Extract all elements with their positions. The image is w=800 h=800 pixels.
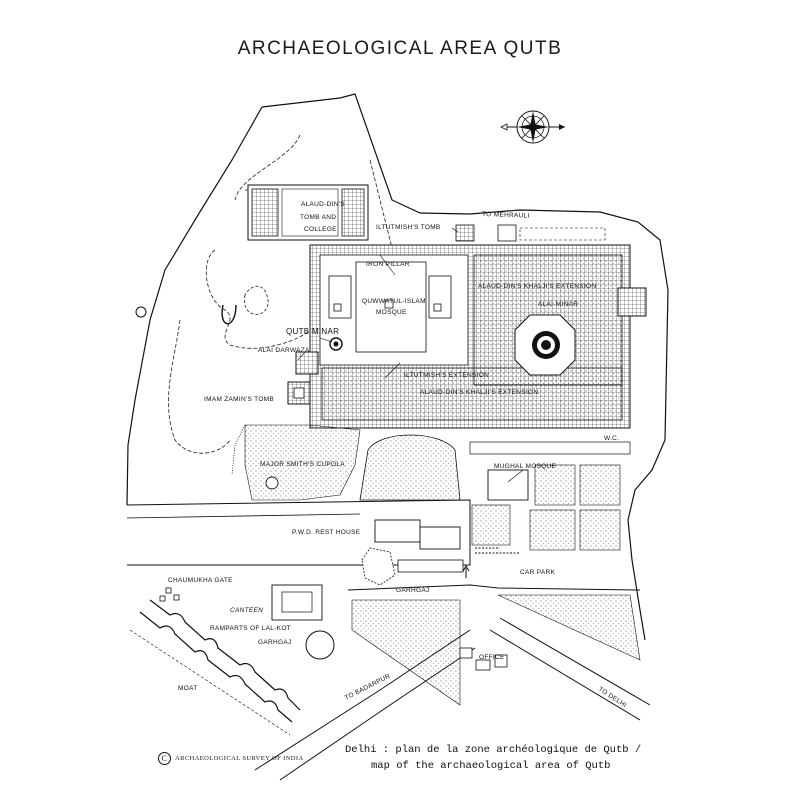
- label-alaud-din-tomb: ALAUD-DIN'S: [301, 201, 345, 208]
- label-garhgaj-north: GARHGAJ: [396, 587, 430, 594]
- publisher-name: ARCHAEOLOGICAL SURVEY OF INDIA: [175, 755, 304, 762]
- publisher-credit: C ARCHAEOLOGICAL SURVEY OF INDIA: [158, 752, 304, 765]
- label-car-park: CAR PARK: [520, 569, 556, 576]
- label-qutb-minar: QUTB MINAR: [286, 327, 339, 336]
- label-pwd-rest-house: P.W.D. REST HOUSE: [292, 529, 361, 536]
- label-office: OFFICE: [479, 654, 505, 661]
- label-ramparts-lal-kot: RAMPARTS OF LAL-KOT: [210, 625, 291, 632]
- copyright-icon: C: [158, 752, 171, 765]
- label-alai-darwaza: ALAI DARWAZA: [258, 347, 310, 354]
- map-title: ARCHAEOLOGICAL AREA QUTB: [237, 38, 563, 59]
- label-garhgaj-south: GARHGAJ: [258, 639, 292, 646]
- caption-line-french: Delhi : plan de la zone archéologique de…: [345, 744, 642, 756]
- label-iltutmish-tomb: ILTUTMISH'S TOMB: [376, 224, 441, 231]
- label-iron-pillar: IRON PILLAR: [366, 261, 410, 268]
- label-alaud-din-khalji-extension-north: ALAUD-DIN'S KHALJI'S EXTENSION: [478, 283, 596, 290]
- label-alaud-din-khalji-extension-south: ALAUD-DIN'S KHALJI'S EXTENSION: [420, 389, 538, 396]
- label-quwwatul-islam: QUWWATUL-ISLAM: [362, 298, 426, 305]
- label-tomb-and: TOMB AND: [300, 214, 336, 221]
- label-iltutmish-extension: ILTUTMISH'S EXTENSION: [404, 372, 489, 379]
- label-canteen: CANTEEN: [230, 607, 263, 614]
- label-mughal-mosque: MUGHAL MOSQUE: [494, 463, 557, 470]
- label-major-smith-cupola: MAJOR SMITH'S CUPOLA: [260, 461, 345, 468]
- site-boundary: [261, 93, 669, 641]
- label-to-mehrauli: TO MEHRAULI: [482, 211, 530, 220]
- label-college: COLLEGE: [304, 226, 337, 233]
- caption-line-english: map of the archaeological area of Qutb: [371, 760, 611, 772]
- compass-rose-icon: [500, 110, 565, 144]
- map-caption: Delhi : plan de la zone archéologique de…: [345, 742, 641, 774]
- label-alai-minar: ALAI-MINAR: [538, 301, 578, 308]
- label-moat: MOAT: [178, 685, 198, 692]
- label-wc: W.C.: [604, 435, 619, 442]
- label-imam-zamin-tomb: IMAM ZAMIN'S TOMB: [204, 396, 274, 403]
- label-chaumukha-gate: CHAUMUKHA GATE: [168, 577, 233, 584]
- label-mosque: MOSQUE: [376, 309, 407, 316]
- site-boundary-west: [126, 106, 263, 506]
